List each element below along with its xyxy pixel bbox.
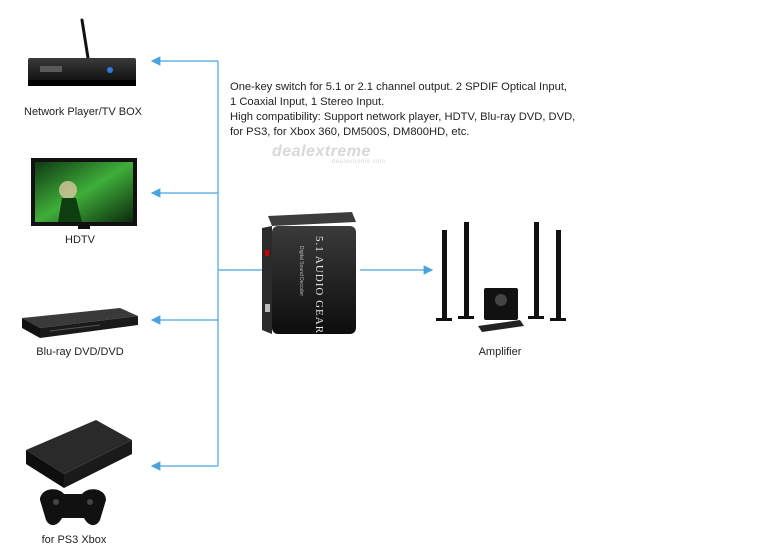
label-game-console: for PS3 Xbox bbox=[41, 534, 107, 546]
network-player-icon bbox=[28, 18, 136, 86]
audio-decoder-icon bbox=[262, 212, 356, 334]
description-line: High compatibility: Support network play… bbox=[230, 111, 576, 123]
watermark: dealextreme dealextreme.com bbox=[272, 143, 386, 165]
feature-description: One-key switch for 5.1 or 2.1 channel ou… bbox=[230, 80, 575, 140]
watermark-sub: dealextreme.com bbox=[332, 159, 386, 165]
description-line: One-key switch for 5.1 or 2.1 channel ou… bbox=[230, 81, 568, 93]
hdtv-icon bbox=[31, 158, 137, 229]
description-line: 1 Coaxial Input, 1 Stereo Input. bbox=[230, 96, 385, 108]
label-hdtv: HDTV bbox=[65, 234, 95, 246]
description-line: for PS3, for Xbox 360, DM500S, DM800HD, … bbox=[230, 126, 470, 138]
speaker-system-icon bbox=[436, 222, 566, 332]
connector-lines bbox=[150, 56, 434, 471]
bluray-player-icon bbox=[22, 308, 138, 338]
watermark-brand: dealextreme bbox=[272, 143, 371, 160]
label-amplifier: Amplifier bbox=[478, 346, 522, 358]
game-console-icon bbox=[26, 420, 132, 526]
label-bluray: Blu-ray DVD/DVD bbox=[36, 346, 124, 358]
decoder-brand-text: 5.1 AUDIO GEAR bbox=[313, 236, 325, 334]
label-network-player: Network Player/TV BOX bbox=[24, 106, 142, 118]
decoder-sub-text: Digital Sound Decoder bbox=[298, 246, 304, 296]
